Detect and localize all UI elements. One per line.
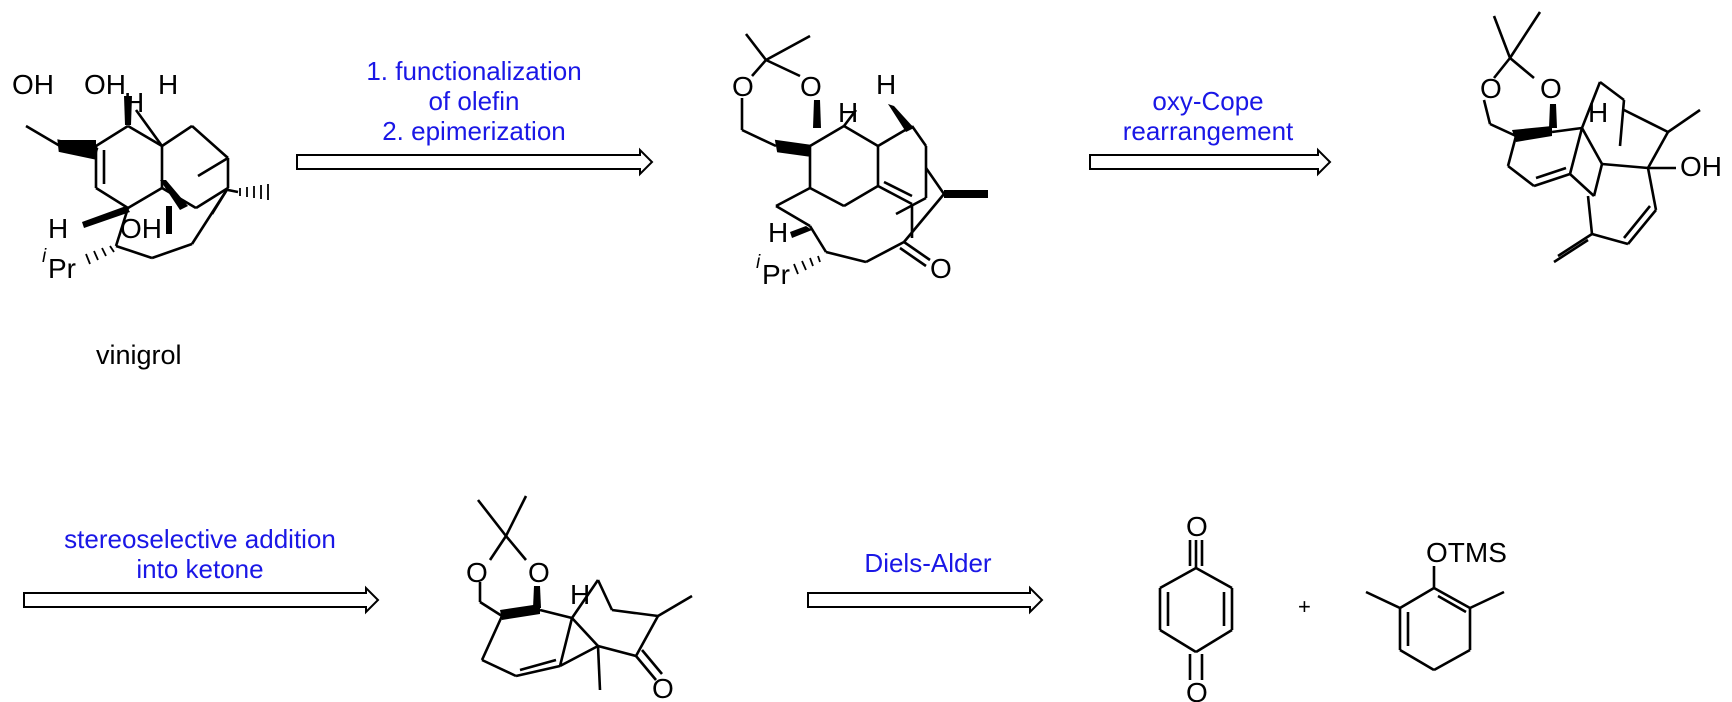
atom-o: O (930, 253, 952, 284)
atom-oh: OH (120, 213, 162, 244)
atom-o: O (1540, 73, 1562, 104)
atom-h: H (48, 213, 68, 244)
retro-arrow-4 (807, 585, 1044, 615)
atom-oh: OH (12, 69, 54, 100)
atom-h: H (1588, 97, 1608, 128)
atom-oh: OH (84, 69, 126, 100)
molecule-intermediate-ketone: O O H H H O i Pr (732, 33, 988, 290)
atom-o: O (652, 673, 674, 702)
step1-line1: 1. functionalization (366, 56, 581, 86)
step1-line2: of olefin (428, 86, 519, 116)
atom-o: O (1186, 677, 1208, 702)
hash-bond-ipr (85, 245, 115, 265)
hash-bond-ipr (793, 255, 821, 275)
step1-line3: 2. epimerization (382, 116, 566, 146)
retro-arrow-3 (23, 585, 380, 615)
atom-h: H (570, 579, 590, 610)
step3-line2: into ketone (136, 554, 263, 584)
atom-oh: OH (1680, 151, 1722, 182)
atom-o: O (466, 557, 488, 588)
atom-h: H (124, 87, 144, 118)
plus-sign: + (1298, 594, 1311, 619)
atom-h: H (158, 69, 178, 100)
molecule-vinigrol: OH OH H H H OH i Pr vinigrol (12, 69, 269, 370)
atom-h: H (768, 217, 788, 248)
atom-o: O (800, 71, 822, 102)
atom-ipr: Pr (48, 253, 76, 284)
atom-h: H (838, 97, 858, 128)
molecule-oxy-cope-precursor: O O H OH (1480, 11, 1722, 264)
step3-line1: stereoselective addition (64, 524, 336, 554)
atom-o: O (732, 71, 754, 102)
atom-o: O (528, 557, 550, 588)
step2-line1: oxy-Cope (1152, 86, 1263, 116)
atom-otms: OTMS (1426, 537, 1507, 568)
step2-line2: rearrangement (1123, 116, 1294, 146)
retro-arrow-1 (296, 147, 654, 177)
molecule-benzoquinone: O O (1158, 511, 1234, 702)
step4-line1: Diels-Alder (864, 548, 991, 578)
retro-arrow-2 (1089, 147, 1332, 177)
ipr-superscript: i (42, 246, 47, 267)
ipr-superscript: i (756, 252, 761, 273)
molecule-bicyclic-ketone: O O H O (466, 495, 693, 702)
hash-bond (239, 184, 269, 200)
atom-o: O (1480, 73, 1502, 104)
compound-name: vinigrol (96, 340, 182, 370)
atom-ipr: Pr (762, 259, 790, 290)
molecule-silyl-diene: OTMS (1365, 537, 1507, 672)
atom-h: H (876, 69, 896, 100)
atom-o: O (1186, 511, 1208, 542)
